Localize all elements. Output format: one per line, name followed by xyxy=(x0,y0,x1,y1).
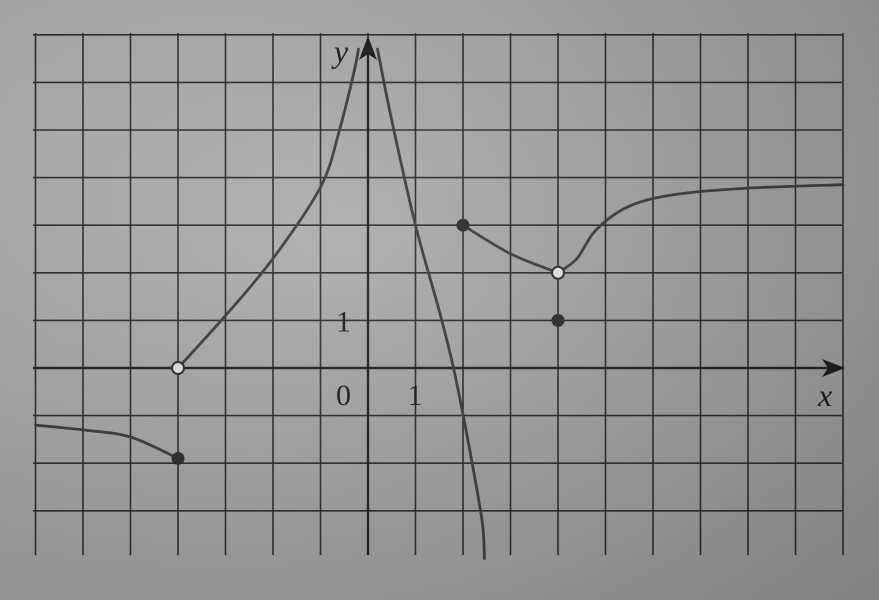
points xyxy=(171,218,565,465)
labels: y x 0 1 1 xyxy=(331,33,832,413)
x-axis-arrow-icon xyxy=(822,359,845,377)
x-tick-label: 1 xyxy=(408,379,423,412)
curve-segment-3 xyxy=(376,47,486,560)
axes xyxy=(33,36,845,555)
closed-point xyxy=(171,451,185,465)
y-axis-label: y xyxy=(331,33,349,69)
curve-segment-5 xyxy=(556,183,845,275)
curve-segment-2 xyxy=(176,47,360,370)
closed-point xyxy=(456,218,470,232)
curve-segment-4 xyxy=(461,223,560,275)
y-axis-arrow-icon xyxy=(359,36,377,60)
open-point xyxy=(171,361,185,375)
curve-segment-1 xyxy=(34,423,180,460)
closed-point xyxy=(551,313,565,327)
y-tick-label: 1 xyxy=(336,305,351,338)
x-axis-label: x xyxy=(817,377,832,413)
origin-label: 0 xyxy=(336,379,351,412)
grid xyxy=(33,33,844,555)
open-point xyxy=(551,265,565,280)
curves xyxy=(34,47,845,560)
